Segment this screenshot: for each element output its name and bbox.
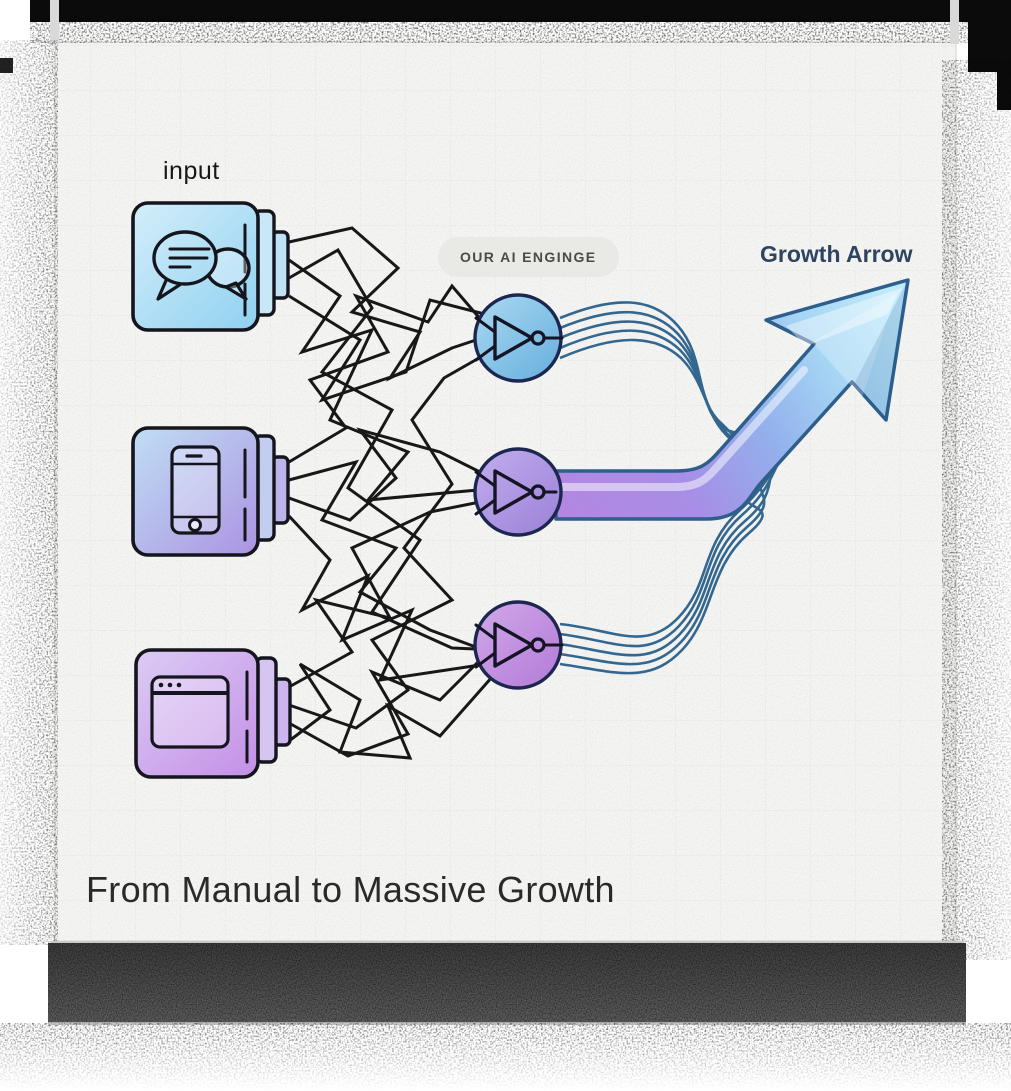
ai-engine-badge: OUR AI ENGINGE [438,237,619,277]
ribbon-highlight [557,366,808,491]
arrowhead-highlight [786,288,902,346]
ai-engine-badge-label: OUR AI ENGINGE [460,249,597,265]
engine-node-bottom [473,600,564,690]
engine-node-top [473,293,564,383]
growth-arrow-label: Growth Arrow [760,241,913,267]
input-label: input [163,157,220,185]
input-box-chat [131,201,290,332]
growth-arrow [554,278,910,521]
input-box-browser [134,648,292,779]
page-title: From Manual to Massive Growth [86,869,615,910]
arrowhead-shade [854,280,908,420]
chat-bubbles-icon [152,230,251,301]
browser-window-icon [150,675,230,749]
input-box-phone [131,426,290,557]
engine-node-middle [473,447,563,537]
engine-nodes [473,293,564,690]
tangled-wires [287,226,502,760]
smartphone-icon [170,445,221,535]
